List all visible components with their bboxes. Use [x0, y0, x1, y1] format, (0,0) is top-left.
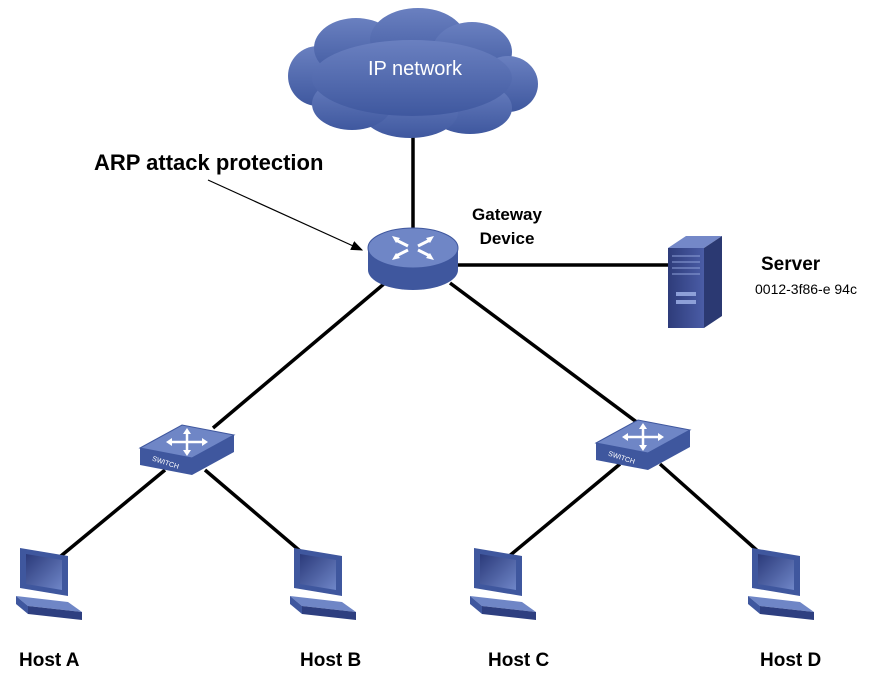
host-b-label: Host B [300, 650, 362, 671]
server-icon [668, 236, 722, 328]
host-d-computer-icon [748, 548, 814, 620]
switch-left-icon: SWITCH [138, 424, 236, 475]
gateway-device-label: Gateway Device [452, 203, 562, 251]
host-d-label: Host D [760, 650, 822, 671]
host-a-label: Host A [19, 650, 80, 671]
gateway-label-line2: Device [479, 229, 535, 248]
ip-network-cloud [288, 8, 538, 138]
gateway-router-icon [367, 227, 459, 290]
links [48, 130, 772, 567]
callout-arrow [207, 179, 364, 251]
arp-protection-callout: ARP attack protection [94, 150, 324, 175]
host-a-computer-icon [16, 548, 82, 620]
link-gateway-switch-left [211, 281, 387, 430]
host-c-label: Host C [488, 650, 550, 671]
server-mac-address: 0012-3f86-e 94c [755, 281, 857, 297]
link-switch-left-host-b [203, 468, 315, 564]
link-switch-left-host-a [48, 468, 167, 567]
host-b-computer-icon [290, 548, 356, 620]
host-c-computer-icon [470, 548, 536, 620]
link-switch-right-host-d [658, 462, 772, 564]
gateway-label-line1: Gateway [472, 205, 542, 224]
link-switch-right-host-c [500, 462, 622, 564]
server-label: Server [761, 254, 821, 275]
switch-right-icon: SWITCH [594, 419, 692, 470]
link-gateway-switch-right [448, 281, 640, 425]
ip-network-label: IP network [367, 58, 463, 80]
